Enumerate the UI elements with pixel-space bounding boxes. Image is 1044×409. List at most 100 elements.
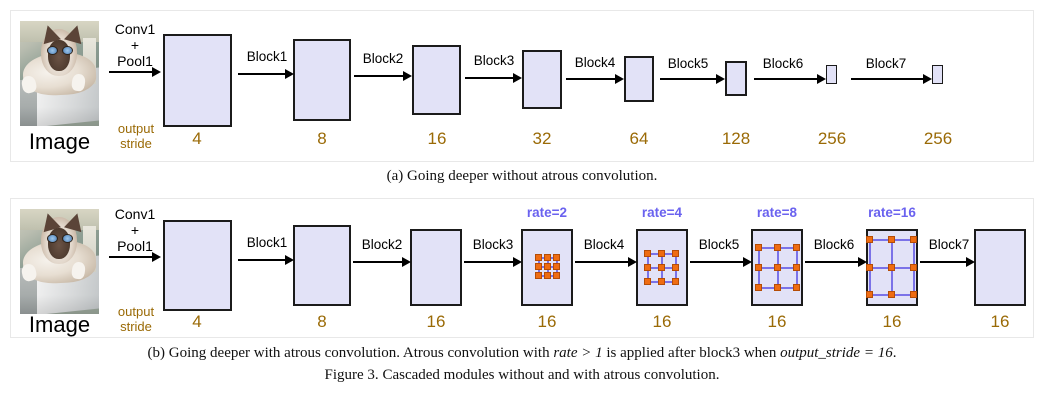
grid-dot (774, 264, 781, 271)
plus-text: + (130, 222, 140, 239)
arrow-shaft (575, 261, 628, 264)
arrow-head (152, 252, 161, 262)
caption-b-text2: is applied after block3 when (606, 345, 777, 361)
grid-dot (553, 254, 560, 261)
feature-box-a-5 (624, 56, 654, 102)
arrow-head (615, 74, 624, 84)
grid-dot (755, 284, 762, 291)
image-label-a: Image (28, 129, 91, 154)
arrow-a-2 (354, 71, 412, 82)
feature-box-a-4 (522, 50, 562, 109)
rate-label-8: rate=8 (756, 205, 798, 220)
stride-line2: stride (120, 318, 152, 334)
arrow-shaft (109, 71, 152, 74)
output-stride-label-a: output stride (108, 121, 164, 152)
arrow-shaft (238, 73, 285, 76)
grid-dot (793, 284, 800, 291)
arrow-head (513, 73, 522, 83)
grid-dot (755, 264, 762, 271)
arrow-shaft (660, 78, 716, 81)
block-label-b-1: Block1 (246, 235, 288, 250)
block-label-a-2: Block2 (362, 51, 404, 66)
output-stride-a-7: 256 (817, 129, 847, 148)
block-label-a-1: Block1 (246, 49, 288, 64)
grid-dot (910, 291, 917, 298)
arrow-b-3 (464, 257, 522, 268)
arrow-shaft (754, 78, 817, 81)
feature-box-a-1 (163, 34, 232, 127)
cat-eye-right (62, 47, 72, 55)
grid-dot (672, 250, 679, 257)
arrow-b-2 (353, 257, 411, 268)
arrow-head (513, 257, 522, 267)
figure-number: Figure 3. (324, 367, 379, 383)
feature-box-b-1 (163, 220, 232, 311)
cat-paw-right (71, 260, 86, 280)
rate-label-16: rate=16 (868, 205, 916, 220)
input-image-thumbnail-b (20, 209, 99, 314)
conv1-pool1-label-a: Conv1 + Pool1 (108, 21, 162, 69)
caption-b-prefix: (b) (147, 345, 166, 361)
arrow-a-4 (566, 74, 624, 85)
cat-face-mask (47, 39, 70, 72)
arrow-head (628, 257, 637, 267)
grid-dot (888, 236, 895, 243)
block-label-a-6: Block6 (762, 56, 804, 71)
block-label-a-5: Block5 (667, 56, 709, 71)
arrow-head (402, 257, 411, 267)
output-stride-a-1: 4 (192, 129, 202, 148)
grid-dot (672, 278, 679, 285)
arrow-head (152, 67, 161, 77)
grid-dot (544, 254, 551, 261)
output-stride-b-5: 16 (652, 312, 672, 331)
arrow-shaft (464, 261, 513, 264)
grid-dot (644, 278, 651, 285)
grid-dot (672, 264, 679, 271)
arrow-shaft (465, 77, 513, 80)
grid-dot (644, 250, 651, 257)
output-stride-a-3: 16 (427, 129, 447, 148)
pool1-text: Pool1 (117, 238, 153, 255)
grid-dot (774, 244, 781, 251)
arrow-shaft (566, 78, 615, 81)
grid-dot (774, 284, 781, 291)
output-stride-a-8: 256 (923, 129, 953, 148)
block-label-a-3: Block3 (473, 53, 515, 68)
figure-caption: Figure 3. Cascaded modules without and w… (0, 367, 1044, 384)
cat-eye-left (47, 235, 57, 243)
image-label-b: Image (28, 312, 91, 337)
grid-dot (535, 272, 542, 279)
grid-dot (553, 272, 560, 279)
output-stride-a-5: 64 (629, 129, 649, 148)
photo-shadow (20, 107, 99, 126)
output-stride-b-1: 4 (192, 312, 202, 331)
conv1-pool1-label-b: Conv1 + Pool1 (108, 206, 162, 254)
arrow-shaft (805, 261, 858, 264)
grid-dot (793, 244, 800, 251)
arrow-b-5 (690, 257, 752, 268)
conv1-text: Conv1 (114, 21, 156, 37)
atrous-grid-rate-16 (866, 236, 918, 299)
grid-dot (535, 254, 542, 261)
output-stride-b-2: 8 (317, 312, 327, 331)
arrow-a-3 (465, 73, 522, 84)
feature-box-a-3 (412, 45, 461, 115)
arrow-head (403, 71, 412, 81)
arrow-b-4 (575, 257, 637, 268)
grid-dot (910, 236, 917, 243)
arrow-shaft (238, 259, 285, 262)
grid-dot (755, 244, 762, 251)
arrow-b-7 (920, 257, 975, 268)
stride-line2: stride (120, 135, 152, 151)
cat-eye-left (47, 47, 57, 55)
pool1-text: Pool1 (117, 53, 153, 70)
caption-b-math2: output_stride = 16 (780, 345, 893, 361)
rate-label-4: rate=4 (641, 205, 683, 220)
feature-box-a-8 (932, 65, 943, 84)
arrow-head (858, 257, 867, 267)
arrow-head (966, 257, 975, 267)
grid-dot (888, 264, 895, 271)
arrow-head (285, 255, 294, 265)
figure-caption-text: Cascaded modules without and with atrous… (382, 367, 720, 383)
feature-box-b-3 (410, 229, 462, 306)
